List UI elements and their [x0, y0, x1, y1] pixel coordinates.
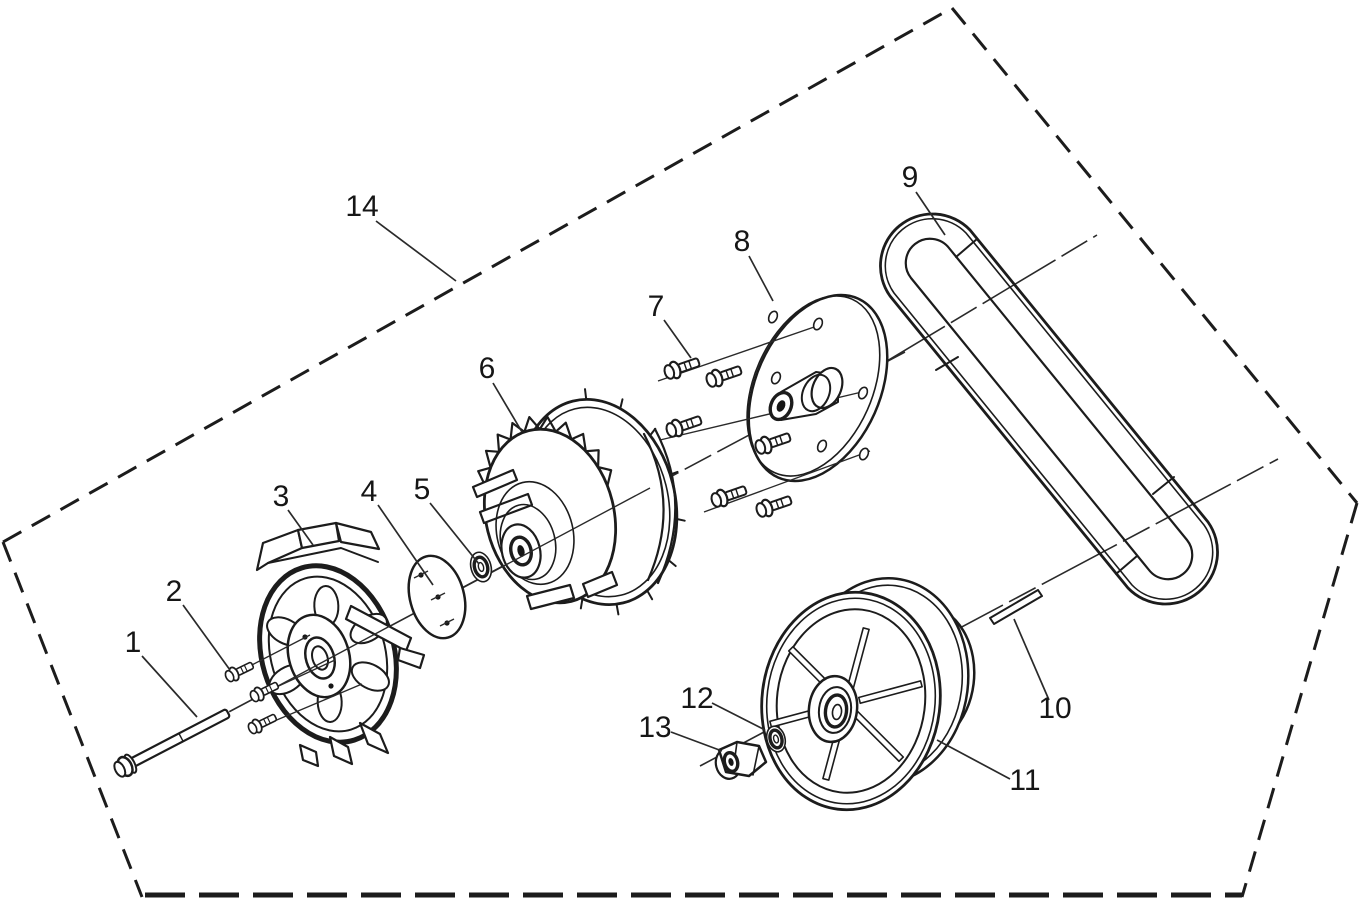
part-label-13: 13	[638, 711, 671, 744]
part-10-pin	[989, 589, 1043, 625]
part-label-4: 4	[361, 475, 378, 508]
part-8-mount-plate	[657, 293, 889, 513]
leader-line-5	[429, 502, 480, 565]
leader-line-4	[377, 504, 434, 586]
part-label-9: 9	[902, 161, 919, 194]
part-3-drive-pulley-fan	[245, 521, 426, 768]
part-label-10: 10	[1038, 692, 1071, 725]
part-label-2: 2	[166, 575, 183, 608]
leader-line-13	[670, 731, 723, 752]
leader-line-10	[1013, 618, 1050, 701]
part-4-spacer-disc	[407, 554, 467, 640]
leader-line-3	[287, 509, 314, 546]
part-5-washer	[469, 551, 493, 583]
part-13-flange-nut	[714, 740, 768, 780]
part-label-5: 5	[414, 473, 431, 506]
leader-line-2	[182, 604, 231, 671]
leader-line-9	[915, 191, 946, 236]
leader-line-12	[711, 702, 766, 731]
part-label-6: 6	[479, 352, 496, 385]
part-label-1: 1	[125, 626, 142, 659]
part-12-washer	[765, 725, 787, 753]
part-label-8: 8	[734, 225, 751, 258]
part-label-12: 12	[680, 682, 713, 715]
leader-line-8	[748, 255, 774, 302]
part-label-14: 14	[345, 190, 378, 223]
part-9-drive-belt	[879, 212, 1219, 606]
part-label-3: 3	[273, 480, 290, 513]
part-6-primary-clutch	[454, 388, 686, 616]
part-label-7: 7	[648, 290, 665, 323]
assembly-boundary-dashed	[1, 6, 1359, 898]
part-1-long-bolt	[113, 708, 231, 778]
housing-rib-crown	[477, 415, 613, 488]
leader-line-1	[141, 655, 198, 718]
leader-line-11	[936, 739, 1011, 780]
leader-lines	[141, 191, 1050, 780]
part-11-driven-pulley	[760, 577, 976, 812]
part-label-11: 11	[1009, 764, 1040, 797]
part-labels: 1 2 3 4 5 6 7 8 9 10 11 12 13 14	[125, 161, 1072, 797]
plate-holes	[767, 310, 870, 461]
leader-line-14	[375, 220, 457, 282]
plate-hub	[768, 366, 844, 422]
leader-line-6	[492, 382, 523, 433]
leader-line-7	[663, 319, 692, 359]
